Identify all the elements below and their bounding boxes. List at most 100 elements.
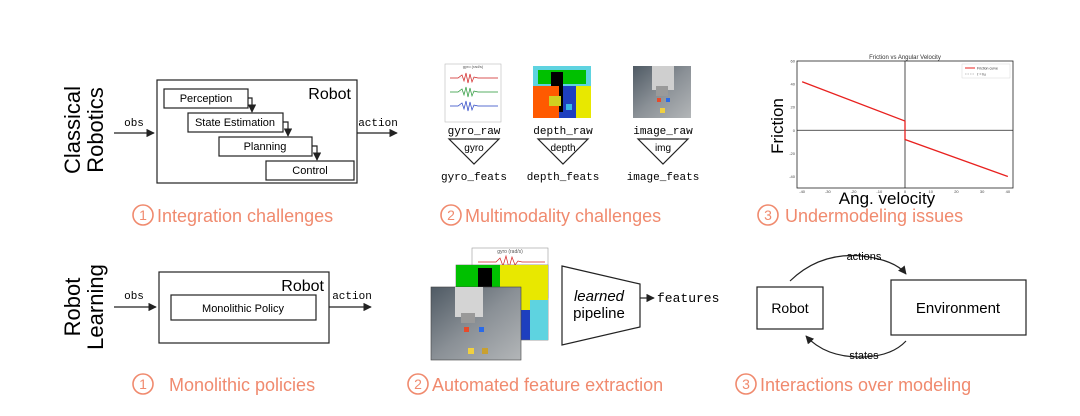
modality-0-feats: gyro_feats — [441, 172, 507, 184]
friction-chart-ylabel: Friction — [768, 98, 787, 154]
robot-box-title: Robot — [308, 86, 351, 103]
modality-1-feats: depth_feats — [527, 172, 600, 184]
friction-legend-1: τ = fω — [977, 73, 986, 77]
friction-series-line-0 — [801, 81, 1009, 178]
friction-ytick-3: 20 — [791, 105, 796, 110]
caption-top-1-text: Integration challenges — [157, 206, 333, 226]
row-label-classical-line1: Classical — [60, 86, 85, 174]
friction-xtick-8: 40 — [1006, 189, 1011, 194]
action-label: action — [358, 118, 398, 130]
friction-chart: Friction vs Angular Velocity Friction An… — [768, 55, 1014, 208]
caption-top-3-num: 3 — [764, 207, 772, 223]
friction-xtick-5: 10 — [928, 189, 933, 194]
caption-top-1-num: 1 — [139, 207, 147, 223]
monolithic-policy-box — [170, 294, 317, 321]
caption-top-2-text: Multimodality challenges — [465, 206, 661, 226]
actions-arrow — [789, 254, 907, 282]
gyro-encoder — [447, 138, 501, 165]
stage-arrow-3 — [312, 145, 322, 161]
friction-xtick-4: 0 — [904, 189, 907, 194]
stack-image-card — [430, 286, 522, 361]
modality-0-encoder: gyro — [464, 143, 484, 154]
caption-top-2-num: 2 — [447, 207, 455, 223]
gyro-raw-thumbnail: gyro (rad/s) — [444, 63, 502, 123]
friction-series — [801, 81, 1009, 178]
friction-xtick-6: 20 — [954, 189, 959, 194]
caption-top-3-text: Undermodeling issues — [785, 206, 963, 226]
friction-xtick-1: -30 — [825, 189, 832, 194]
learned-pipeline-block — [561, 265, 641, 346]
loop-robot-box — [756, 286, 824, 330]
friction-xtick-0: -40 — [799, 189, 806, 194]
interaction-loop-diagram: Robot Environment actions states — [756, 251, 1027, 362]
friction-ytick-1: -20 — [789, 151, 796, 156]
learning-action-label: action — [332, 291, 372, 303]
caption-bottom-2-text: Automated feature extraction — [432, 375, 663, 395]
friction-chart-title: Friction vs Angular Velocity — [869, 55, 941, 61]
friction-xtick-2: -20 — [851, 189, 858, 194]
modality-1-encoder: depth — [550, 143, 575, 154]
learning-robot-title: Robot — [281, 278, 324, 295]
row-label-classical: Classical Robotics — [60, 86, 108, 174]
caption-bottom-3-num: 3 — [742, 376, 750, 392]
learned-pipeline-diagram: gyro (rad/s) learned pipeline features — [430, 247, 719, 361]
friction-ytick-5: 60 — [791, 59, 796, 64]
friction-legend: Friction curve τ = fω — [961, 63, 1011, 79]
stage-arrow-2 — [283, 121, 293, 137]
image-encoder — [636, 138, 690, 165]
pipeline-line1: learned — [574, 288, 625, 305]
stage-control-label: Control — [292, 165, 327, 177]
monolithic-policy-label: Monolithic Policy — [202, 303, 284, 315]
stage-planning-label: Planning — [244, 141, 287, 153]
caption-bottom-1: 1 Monolithic policies — [132, 373, 315, 395]
loop-top-label: actions — [847, 251, 882, 263]
caption-bottom-3-text: Interactions over modeling — [760, 375, 971, 395]
features-label: features — [657, 291, 719, 306]
row-label-learning-line2: Learning — [83, 264, 108, 350]
stage-control — [265, 160, 355, 181]
friction-ytick-0: -40 — [789, 174, 796, 179]
friction-ytick-2: 0 — [793, 128, 796, 133]
friction-ytick-4: 40 — [791, 82, 796, 87]
gyro-mini-title: gyro (rad/s) — [463, 64, 484, 69]
image-raw-thumbnail — [633, 66, 691, 118]
stage-perception-label: Perception — [180, 93, 233, 105]
friction-xtick-3: -10 — [876, 189, 883, 194]
caption-top-3: 3 Undermodeling issues — [757, 204, 963, 226]
caption-bottom-2-num: 2 — [414, 376, 422, 392]
stage-arrow-1 — [247, 97, 257, 113]
modality-1-raw: depth_raw — [533, 126, 593, 138]
loop-bottom-label: states — [849, 350, 879, 362]
modality-0-raw: gyro_raw — [448, 126, 501, 138]
caption-bottom-3: 3 Interactions over modeling — [735, 373, 971, 395]
modalities-diagram: gyro (rad/s) gyro_ra — [441, 63, 700, 184]
pipeline-line2: pipeline — [573, 305, 625, 322]
depth-encoder — [536, 138, 590, 165]
caption-bottom-1-text: Monolithic policies — [169, 375, 315, 395]
loop-env-label: Environment — [916, 300, 1001, 317]
states-arrow — [805, 335, 907, 358]
obs-label: obs — [124, 118, 144, 130]
caption-top-2: 2 Multimodality challenges — [440, 204, 661, 226]
stack-gyro-title: gyro (rad/s) — [497, 249, 523, 255]
learning-robot-diagram: obs Robot Monolithic Policy action — [114, 271, 372, 344]
row-label-learning-line1: Robot — [60, 278, 85, 337]
modality-2-encoder: img — [655, 143, 671, 154]
classical-robot-diagram: obs Robot Perception State Estimation Pl… — [114, 79, 398, 184]
friction-xtick-7: 30 — [980, 189, 985, 194]
modality-2-feats: image_feats — [627, 172, 700, 184]
friction-chart-xlabel: Ang. velocity — [839, 189, 936, 208]
depth-raw-thumbnail — [533, 66, 591, 118]
modality-2-raw: image_raw — [633, 126, 693, 138]
friction-legend-0: Friction curve — [977, 67, 998, 71]
stage-state-estimation-label: State Estimation — [195, 117, 275, 129]
learning-obs-label: obs — [124, 291, 144, 303]
loop-robot-label: Robot — [771, 300, 808, 316]
caption-top-1: 1 Integration challenges — [132, 204, 333, 226]
row-label-learning: Robot Learning — [60, 264, 108, 350]
loop-env-box — [890, 279, 1027, 336]
caption-bottom-1-num: 1 — [139, 376, 147, 392]
caption-bottom-2: 2 Automated feature extraction — [407, 373, 663, 395]
friction-ticks: -40 -30 -20 -10 0 10 20 30 40 -40 -20 0 20 40 60 — [789, 59, 1011, 195]
